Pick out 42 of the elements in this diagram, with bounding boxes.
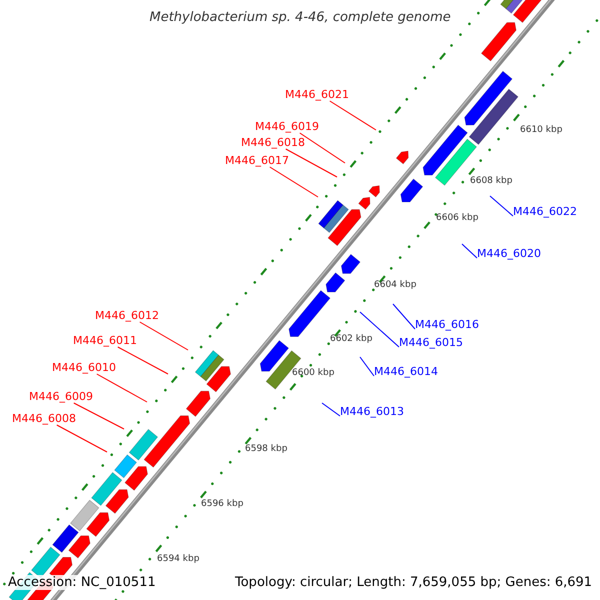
leader-line [139, 322, 188, 350]
gene-label: M446_6015 [399, 337, 463, 348]
gene-label: M446_6017 [225, 155, 289, 166]
scale-label: 6600 kbp [292, 369, 334, 378]
scale-label: 6596 kbp [201, 500, 244, 509]
diagram-title: Methylobacterium sp. 4-46, complete genome [150, 11, 451, 24]
gene-label: M446_6009 [29, 391, 93, 402]
leader-line [490, 196, 514, 216]
gene-label: M446_6008 [12, 413, 76, 424]
leader-line [117, 346, 168, 374]
leader-line [322, 402, 340, 416]
leader-line [285, 148, 338, 178]
leader-line [56, 424, 108, 452]
leader-line [96, 374, 148, 402]
scale-label: 6598 kbp [245, 445, 288, 454]
gene-label: M446_6010 [52, 362, 116, 373]
scale-label: 6604 kbp [374, 281, 416, 290]
gene-label: M446_6018 [241, 137, 305, 148]
leader-line [269, 166, 318, 198]
gene-label: M446_6012 [95, 310, 159, 321]
leader-line [329, 100, 376, 130]
leader-line [73, 402, 124, 430]
leader-line [462, 244, 478, 258]
leader-line [299, 132, 346, 164]
scale-label: 6606 kbp [436, 214, 478, 223]
gene-label: M446_6021 [285, 89, 349, 100]
leader-line [360, 312, 400, 348]
genome-summary: Topology: circular; Length: 7,659,055 bp; Genes: 6,691 [235, 575, 592, 590]
gene-label: M446_6014 [374, 366, 438, 377]
gene-label: M446_6019 [255, 121, 319, 132]
gene-label: M446_6013 [340, 406, 404, 417]
gene-label: M446_6020 [477, 248, 541, 259]
gene-label: M446_6016 [415, 319, 479, 330]
leader-line [360, 356, 374, 376]
gene-label: M446_6022 [513, 206, 577, 217]
accession-note: Accession: NC_010511 [8, 575, 156, 590]
scale-label: 6602 kbp [330, 335, 372, 344]
scale-label: 6594 kbp [157, 555, 200, 564]
leader-line [392, 304, 416, 330]
scale-label: 6610 kbp [520, 126, 562, 135]
gene-label: M446_6011 [73, 335, 137, 346]
scale-label: 6608 kbp [470, 177, 512, 186]
